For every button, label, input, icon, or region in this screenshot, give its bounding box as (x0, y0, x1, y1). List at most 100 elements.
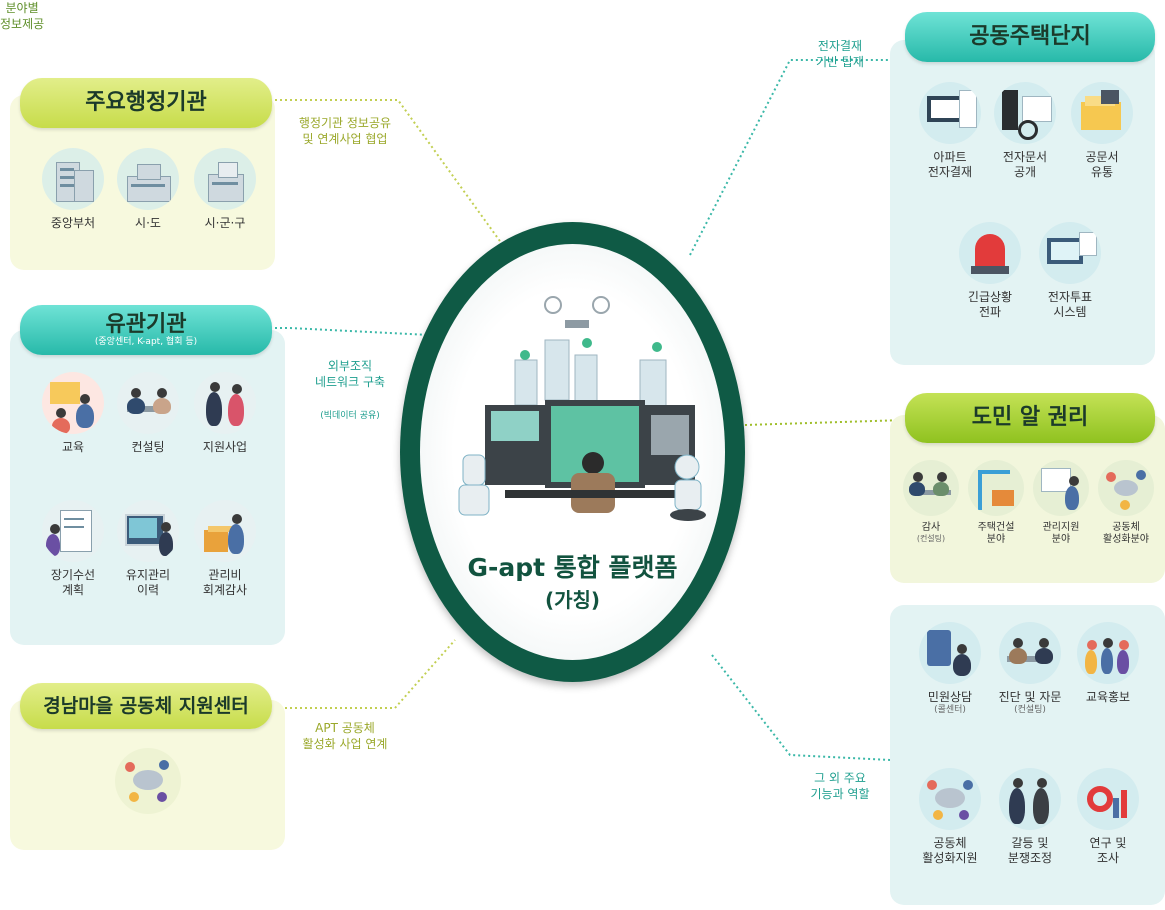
promotion-icon (1077, 622, 1139, 684)
related-connector-sub: (빅데이터 공유) (320, 411, 380, 421)
call-center-icon (919, 622, 981, 684)
center-support-title: 경남마을 공동체 지원센터 (43, 695, 249, 717)
housing-item-label: 전자문서 공개 (1002, 150, 1048, 179)
related-item-label: 컨설팅 (131, 440, 165, 454)
management-support-icon (1033, 460, 1089, 516)
center-support-item (108, 748, 188, 814)
related-title: 유관기관 (105, 311, 187, 337)
official-document-icon (1071, 82, 1133, 144)
construction-icon (968, 460, 1024, 516)
housing-item-label: 아파트 전자결재 (927, 150, 973, 179)
housing-item-label: 공문서 유통 (1085, 150, 1119, 179)
connector-admin (275, 99, 511, 256)
admin-item-province: 시·도 (108, 148, 188, 231)
connector-center-support (275, 639, 456, 709)
connector-functions (711, 654, 891, 761)
housing-item-official: 공문서 유통 (1062, 82, 1142, 180)
related-connector-label: 외부조직 네트워크 구축 (빅데이터 공유) (295, 342, 405, 424)
admin-title: 주요행정기관 (85, 90, 207, 115)
functions-item-label: 갈등 및 분쟁조정 (1007, 836, 1053, 865)
planning-icon (42, 500, 104, 562)
related-connector-text: 외부조직 네트워크 구축 (314, 359, 386, 389)
functions-item-label: 교육홍보 (1085, 690, 1131, 704)
e-approval-icon (919, 82, 981, 144)
rights-item-sub: (컨설팅) (916, 534, 946, 543)
housing-item-document: 전자문서 공개 (985, 82, 1065, 180)
related-item-audit: 관리비 회계감사 (185, 500, 265, 598)
community-meeting-icon (115, 748, 181, 814)
functions-item-sub: (컨설팅) (1014, 705, 1046, 715)
audit-icon (903, 460, 959, 516)
e-document-icon (994, 82, 1056, 144)
functions-item-callcenter: 민원상담 (콜센터) (910, 622, 990, 715)
accounting-audit-icon (194, 500, 256, 562)
related-item-maintenance: 유지관리 이력 (108, 500, 188, 598)
functions-item-diagnosis: 진단 및 자문 (컨설팅) (990, 622, 1070, 715)
connector-housing (689, 59, 905, 256)
related-subtitle: (중앙센터, K-apt, 협회 등) (94, 336, 198, 347)
consulting-icon (117, 372, 179, 434)
connector-rights (744, 419, 906, 426)
admin-item-central: 중앙부처 (33, 148, 113, 231)
functions-item-community: 공동체 활성화지원 (910, 768, 990, 866)
admin-connector-label: 행정기관 정보공유 및 연계사업 협업 (298, 116, 392, 146)
related-item-label: 장기수선 계획 (50, 568, 96, 597)
admin-item-label: 시·군·구 (204, 216, 246, 230)
rights-title-pill: 도민 알 권리 (905, 393, 1155, 443)
city-buildings-icon (514, 339, 667, 416)
rights-item-audit: 감사 (컨설팅) (898, 460, 964, 544)
admin-item-label: 중앙부처 (50, 216, 96, 230)
admin-item-label: 시·도 (135, 216, 161, 230)
education-icon (42, 372, 104, 434)
housing-connector-label: 전자결재 기반 탑재 (816, 39, 864, 69)
emergency-siren-icon (959, 222, 1021, 284)
research-icon (1077, 768, 1139, 830)
government-building-icon (42, 148, 104, 210)
control-room-illustration (458, 296, 706, 521)
robot-left-icon (458, 454, 490, 516)
functions-item-label: 연구 및 조사 (1089, 836, 1127, 865)
functions-item-sub: (콜센터) (934, 705, 966, 715)
functions-item-label: 진단 및 자문 (998, 690, 1062, 704)
rights-item-management: 관리지원 분야 (1028, 460, 1094, 546)
housing-title: 공동주택단지 (969, 24, 1091, 49)
city-hall-icon (117, 148, 179, 210)
rights-item-label: 감사 (921, 522, 941, 533)
e-voting-icon (1039, 222, 1101, 284)
functions-item-label: 공동체 활성화지원 (922, 836, 978, 865)
functions-connector-label: 그 외 주요 기능과 역할 (810, 771, 870, 801)
handshake-icon (194, 372, 256, 434)
functions-item-research: 연구 및 조사 (1068, 768, 1148, 866)
desk-icon (505, 490, 680, 498)
rights-item-label: 주택건설 분야 (977, 522, 1015, 545)
related-item-consulting: 컨설팅 (108, 372, 188, 455)
center-title: G-apt 통합 플랫폼 (467, 553, 678, 582)
functions-item-promotion: 교육홍보 (1068, 622, 1148, 705)
dispute-mediation-icon (999, 768, 1061, 830)
robot-right-icon (670, 454, 706, 521)
district-office-icon (194, 148, 256, 210)
housing-item-voting: 전자투표 시스템 (1030, 222, 1110, 320)
community-support-icon (919, 768, 981, 830)
location-pin-icon (520, 338, 662, 360)
admin-title-pill: 주요행정기관 (20, 78, 272, 128)
related-item-education: 교육 (33, 372, 113, 455)
center-support-connector-label: APT 공동체 활성화 사업 연계 (302, 721, 388, 751)
center-subtitle: (가칭) (544, 588, 601, 612)
maintenance-record-icon (117, 500, 179, 562)
related-item-label: 관리비 회계감사 (202, 568, 248, 597)
functions-item-dispute: 갈등 및 분쟁조정 (990, 768, 1070, 866)
related-item-label: 교육 (61, 440, 85, 454)
connector-related (275, 327, 431, 336)
rights-connector-label: 분야별 정보제공 (0, 1, 45, 31)
rights-title: 도민 알 권리 (971, 405, 1089, 430)
related-item-planning: 장기수선 계획 (33, 500, 113, 598)
housing-item-emergency: 긴급상황 전파 (950, 222, 1030, 320)
rights-item-construction: 주택건설 분야 (963, 460, 1029, 546)
related-title-pill: 유관기관 (중앙센터, K-apt, 협회 등) (20, 305, 272, 355)
center-support-title-pill: 경남마을 공동체 지원센터 (20, 683, 272, 729)
functions-item-label: 민원상담 (927, 690, 973, 704)
diagnosis-icon (999, 622, 1061, 684)
monitor-wall-icon (485, 400, 695, 488)
